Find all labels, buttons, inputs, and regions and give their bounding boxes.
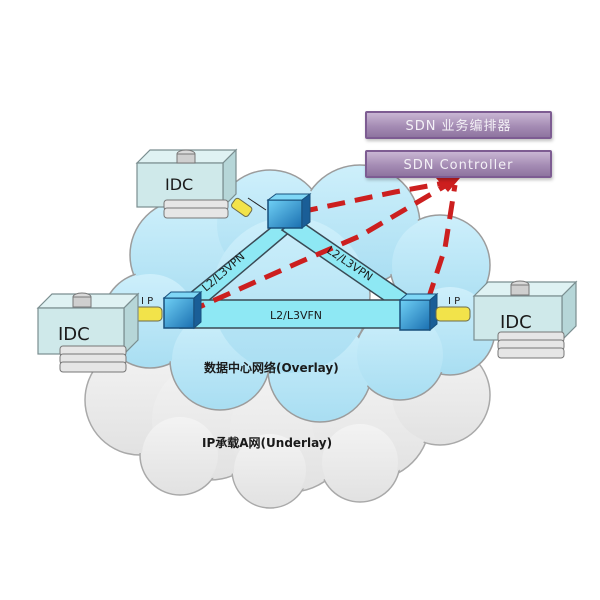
connector-top bbox=[231, 197, 253, 217]
ip-label-left: I P bbox=[141, 296, 153, 307]
dashed-link-left bbox=[186, 183, 447, 315]
sdn-orchestrator-label: SDN 业务编排器 bbox=[405, 119, 512, 134]
idc-label: IDC bbox=[500, 312, 532, 333]
underlay-label: IP承载A网(Underlay) bbox=[202, 435, 332, 450]
idc-label: IDC bbox=[165, 175, 193, 194]
switch-left bbox=[162, 290, 203, 330]
idc-top: IDC bbox=[135, 148, 238, 219]
switch-top bbox=[266, 193, 312, 229]
vpn-tunnels bbox=[172, 217, 426, 329]
idc-label: IDC bbox=[58, 324, 90, 345]
dashed-link-top bbox=[299, 179, 451, 215]
connector-right bbox=[435, 306, 471, 322]
idc-left: IDC bbox=[36, 292, 140, 373]
overlay-label: 数据中心网络(Overlay) bbox=[204, 360, 339, 375]
tunnel-bottom bbox=[179, 299, 419, 329]
idc-right: IDC bbox=[472, 280, 578, 359]
sdn-control-links bbox=[186, 179, 458, 315]
connector-cable-top bbox=[247, 197, 267, 211]
sdn-controller-label: SDN Controller bbox=[403, 158, 514, 173]
sdn-controller-box: SDN Controller bbox=[365, 150, 552, 178]
ip-label-right: I P bbox=[448, 296, 460, 307]
vpn-label-bottom: L2/L3VFN bbox=[270, 309, 322, 322]
sdn-orchestrator-box: SDN 业务编排器 bbox=[365, 111, 552, 139]
dashed-link-right bbox=[425, 184, 458, 301]
switch-right bbox=[398, 292, 439, 332]
arrowhead-icon bbox=[436, 178, 460, 192]
